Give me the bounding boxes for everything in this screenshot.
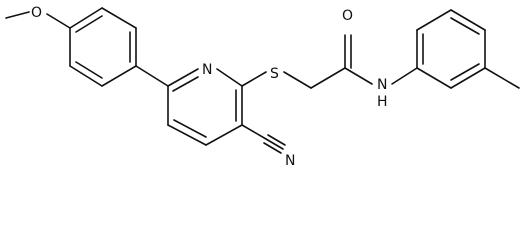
amide-nitrogen-label: N — [377, 77, 387, 93]
tolyl-methyl-bond — [484, 67, 520, 89]
molecule-drawing: O N S O N H N — [5, 5, 520, 169]
amide-hydrogen-label: H — [377, 94, 388, 110]
biaryl-bond — [135, 65, 169, 87]
nitrile-group — [241, 124, 286, 154]
thioether-linker — [241, 67, 346, 89]
carbonyl-oxygen-label: O — [342, 8, 353, 24]
amide-group — [344, 34, 418, 85]
methoxy-oxygen-label: O — [31, 5, 42, 21]
pyridine-ring — [167, 68, 243, 146]
structure-canvas: O N S O N H N — [5, 5, 520, 169]
nitrile-nitrogen-label: N — [285, 153, 295, 169]
methoxy-methyl-bond — [5, 11, 30, 19]
tolyl-ring — [416, 9, 486, 89]
pyridine-nitrogen-label: N — [202, 62, 212, 78]
methoxyphenyl-ring — [69, 7, 137, 87]
methoxy-o-aryl-bond — [46, 13, 71, 29]
thioether-sulfur-label: S — [270, 66, 279, 82]
